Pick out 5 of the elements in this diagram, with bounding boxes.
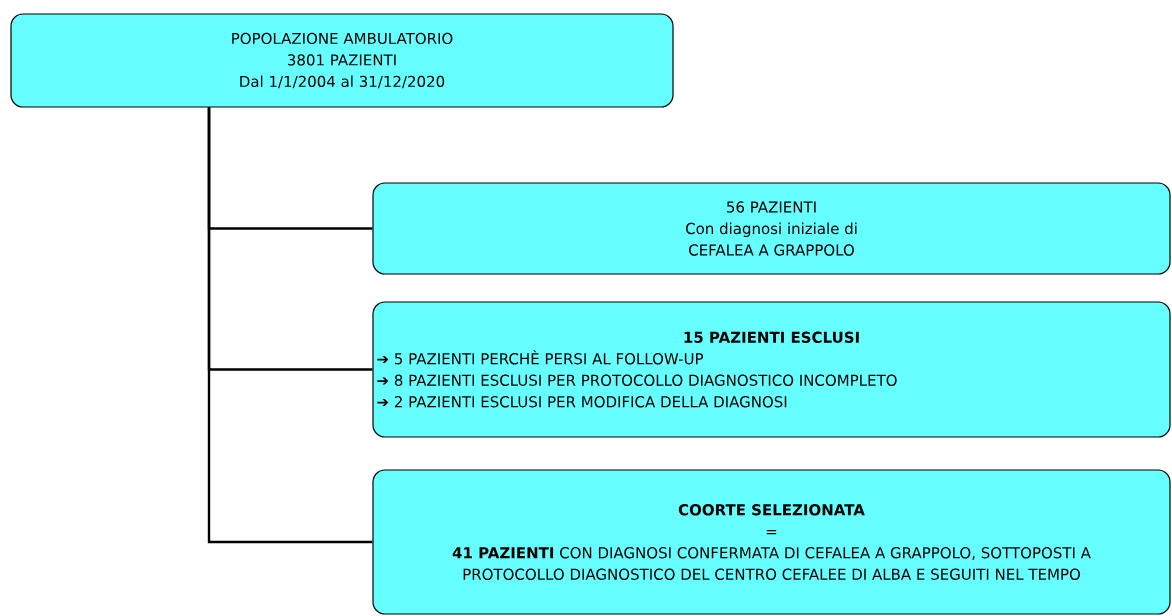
process-box: 56 PAZIENTI Con diagnosi iniziale di CEFALEA A GRAPPOLO (372, 182, 1171, 275)
process-box: 15 PAZIENTI ESCLUSI ➔ 5 PAZIENTI PERCHÈ PERSI AL FOLLOW-UP ➔ 8 PAZIENTI ESCLUSI PER PROTOCOLLO DIAGNOSTICO INCOMPLETO ➔ 2 PAZIENTI ESCLUSI PER MODIFICA DELLA DIAGNOSI (372, 301, 1171, 438)
process-box: COORTE SELEZIONATA = 41 PAZIENTI CON DIAGNOSI CONFERMATA DI CEFALEA A GRAPPOLO, SOTTOPOSTI A PROTOCOLLO DIAGNOSTICO DEL CENTRO CEFALEE DI ALBA E SEGUITI NEL TEMPO (372, 469, 1171, 615)
process-box: POPOLAZIONE AMBULATORIO 3801 PAZIENTI Dal 1/1/2004 al 31/12/2020 (10, 13, 674, 108)
connector-line (207, 107, 373, 544)
